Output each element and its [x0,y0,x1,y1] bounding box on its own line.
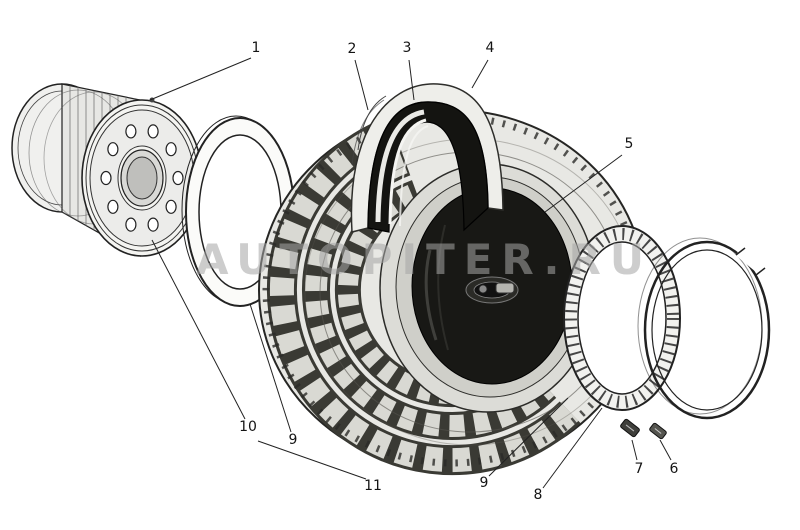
leader-9-right [488,397,569,477]
opening-highlight-1 [424,249,438,341]
callout-7: 7 [635,461,644,477]
spacer-block-7 [620,418,640,438]
watermark-text: AUTOPITER.RU [196,235,653,284]
center-hole-inner [126,156,158,200]
leader-3 [408,59,415,101]
leader-1 [149,57,252,101]
leader-2 [354,59,369,111]
leader-6 [659,439,672,461]
callout-4: 4 [486,40,495,56]
callout-9-right: 9 [480,475,489,491]
split-end-hook-1 [735,247,746,256]
lock-ring [637,237,771,420]
callout-6: 6 [670,461,679,477]
inner-tube-cutaway [350,83,504,233]
leader-9-left [249,303,292,433]
leader-11 [257,440,367,480]
valve-stem [478,284,488,294]
tube-highlight-3 [399,125,429,227]
bolt-holes [100,124,184,232]
spacer-block-6 [649,422,667,440]
tube-highlight-2 [388,118,427,225]
callout-5: 5 [625,136,634,152]
wheel-rim [11,83,203,258]
hub-detail [465,276,519,304]
callout-3: 3 [403,40,412,56]
callout-2: 2 [348,41,357,57]
split-end-hook-2 [755,267,766,276]
leader-5 [544,154,623,213]
leader-4 [471,59,489,89]
valve-clip [495,282,515,294]
callout-11: 11 [364,478,382,494]
flange-ring-inner [577,241,667,395]
tube-highlight-1 [375,109,425,223]
callout-8: 8 [534,487,543,503]
callout-1: 1 [252,40,261,56]
callout-numbers: 1 2 3 4 5 6 7 8 9 9 10 11 [239,40,678,503]
leader-8 [542,407,603,489]
lock-ring-inner [651,249,763,411]
flap-line-2 [351,99,385,166]
flange-ring-ticks [565,228,679,408]
lock-ring-split-gap [735,248,764,275]
leader-10 [151,239,246,420]
tire [258,109,646,476]
opening-highlight-2 [437,224,449,351]
lock-ring-outer [643,240,771,420]
leader-lines [149,57,672,489]
leader-7 [631,439,638,461]
callout-10: 10 [239,419,257,435]
callout-9-left: 9 [289,432,298,448]
